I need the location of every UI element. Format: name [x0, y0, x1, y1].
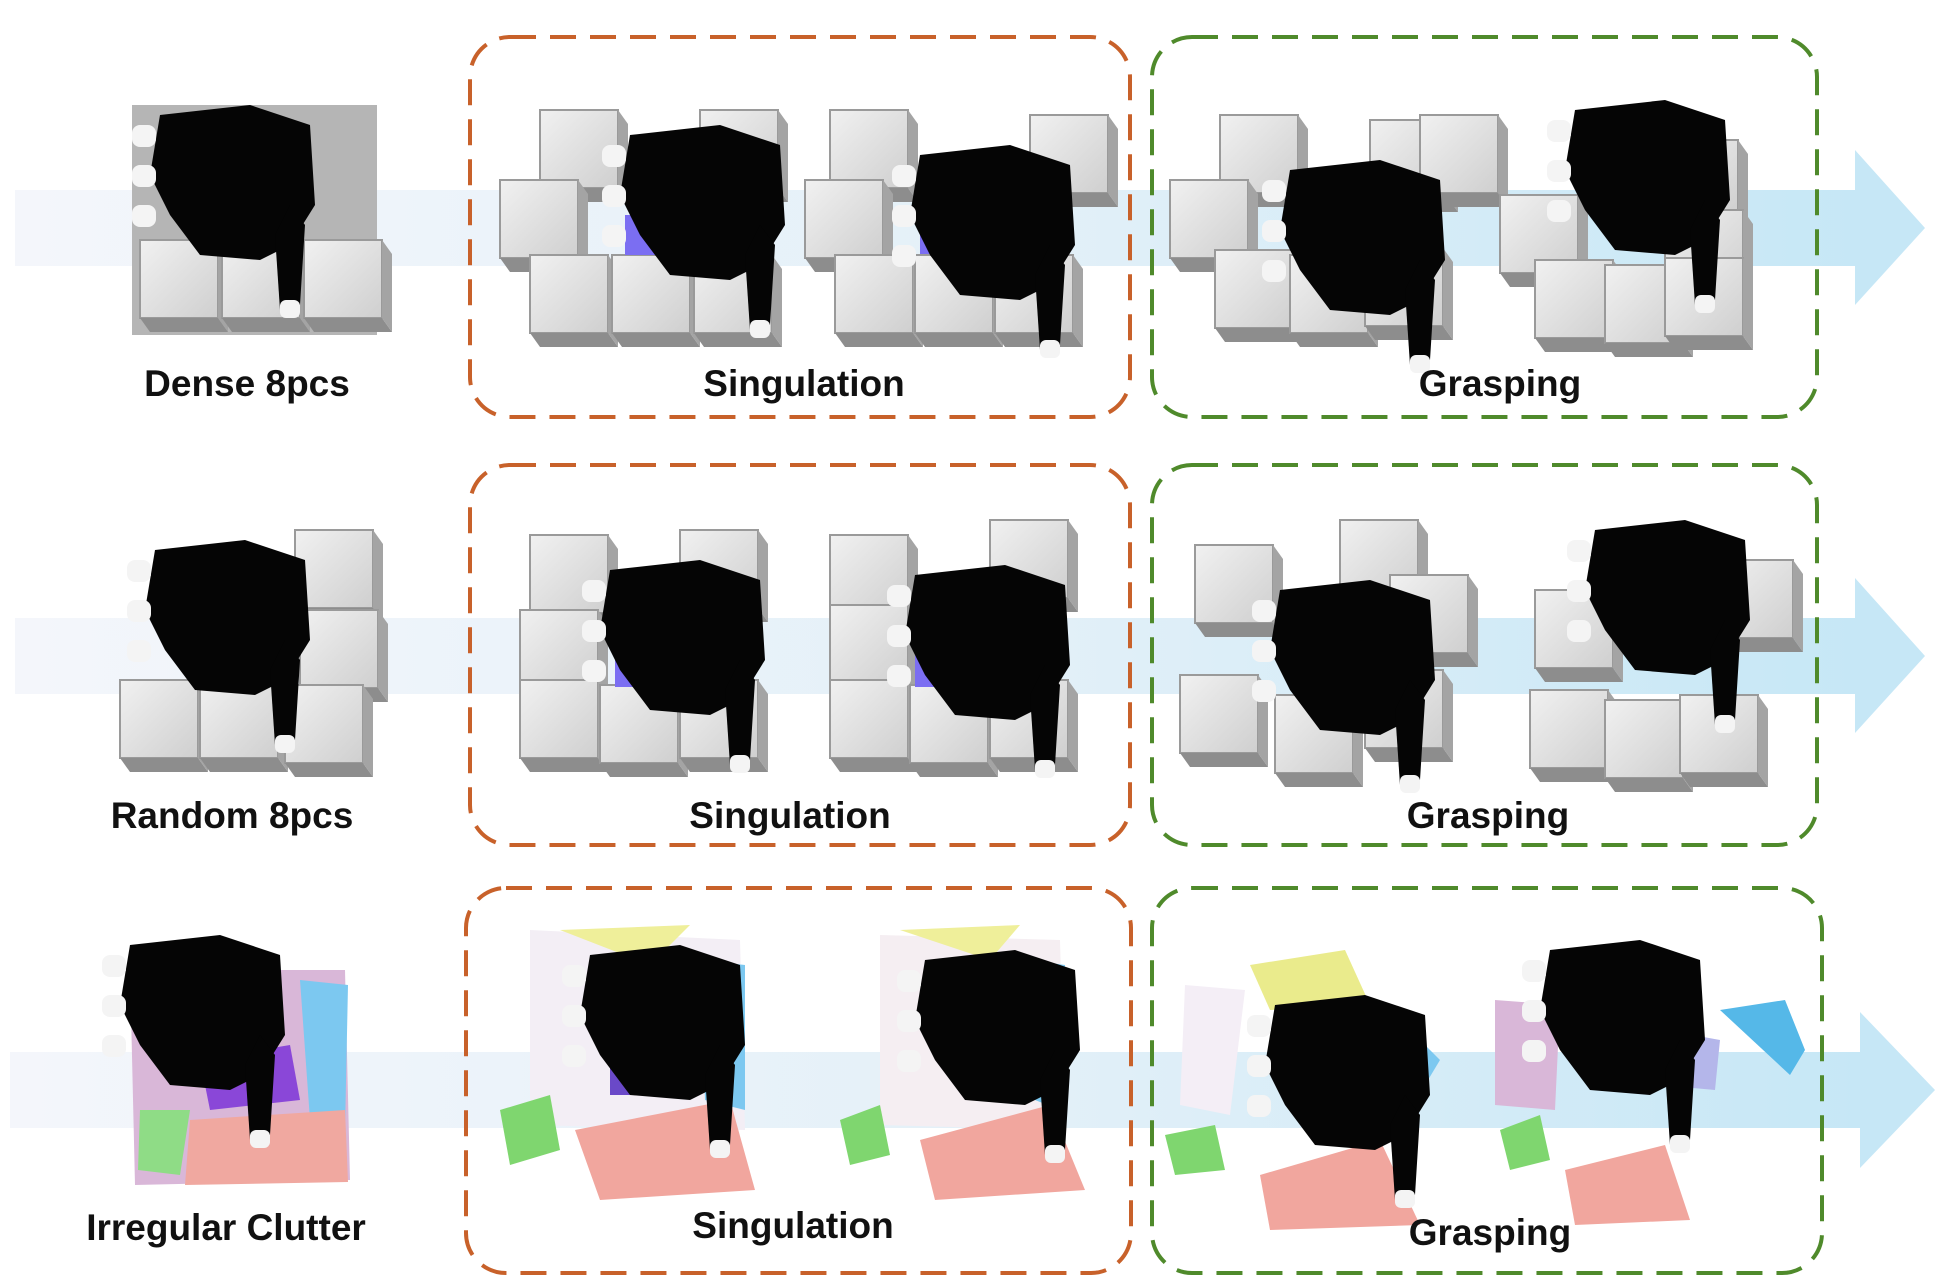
- scene-label-irregular: Irregular Clutter: [86, 1207, 366, 1248]
- singulation-2b-illustration: [829, 519, 1079, 778]
- grasping-1a-illustration: [1169, 114, 1509, 373]
- grasping-3a-illustration: [1165, 950, 1440, 1230]
- singulation-box-2: [468, 463, 1132, 847]
- singulation-3b-illustration: [840, 925, 1085, 1200]
- grasping-2b-illustration: [1529, 520, 1804, 793]
- stage-label-singulation-2: Singulation: [689, 795, 890, 836]
- grasping-box-2: [1150, 463, 1819, 847]
- stage-label-grasping-1: Grasping: [1419, 363, 1581, 404]
- singulation-1b-illustration: [804, 109, 1119, 358]
- singulation-box-1: [468, 35, 1132, 419]
- scene-irregular-illustration: [102, 935, 350, 1185]
- scene-random-illustration: [119, 529, 389, 778]
- scene-label-dense: Dense 8pcs: [144, 363, 350, 404]
- grasping-3b-illustration: [1495, 940, 1805, 1225]
- stage-label-singulation-1: Singulation: [703, 363, 904, 404]
- scene-label-random: Random 8pcs: [111, 795, 354, 836]
- singulation-3a-illustration: [500, 925, 755, 1200]
- grasping-box-3: [1150, 886, 1824, 1275]
- grasping-2a-illustration: [1179, 519, 1479, 793]
- grasping-box-1: [1150, 35, 1819, 419]
- stage-label-grasping-3: Grasping: [1409, 1212, 1571, 1253]
- stage-label-singulation-3: Singulation: [692, 1205, 893, 1246]
- singulation-1a-illustration: [499, 109, 789, 348]
- scene-dense-illustration: [132, 105, 393, 335]
- singulation-box-3: [464, 886, 1133, 1275]
- stage-label-grasping-2: Grasping: [1407, 795, 1569, 836]
- grasping-1b-illustration: [1499, 100, 1754, 358]
- singulation-2a-illustration: [519, 529, 769, 778]
